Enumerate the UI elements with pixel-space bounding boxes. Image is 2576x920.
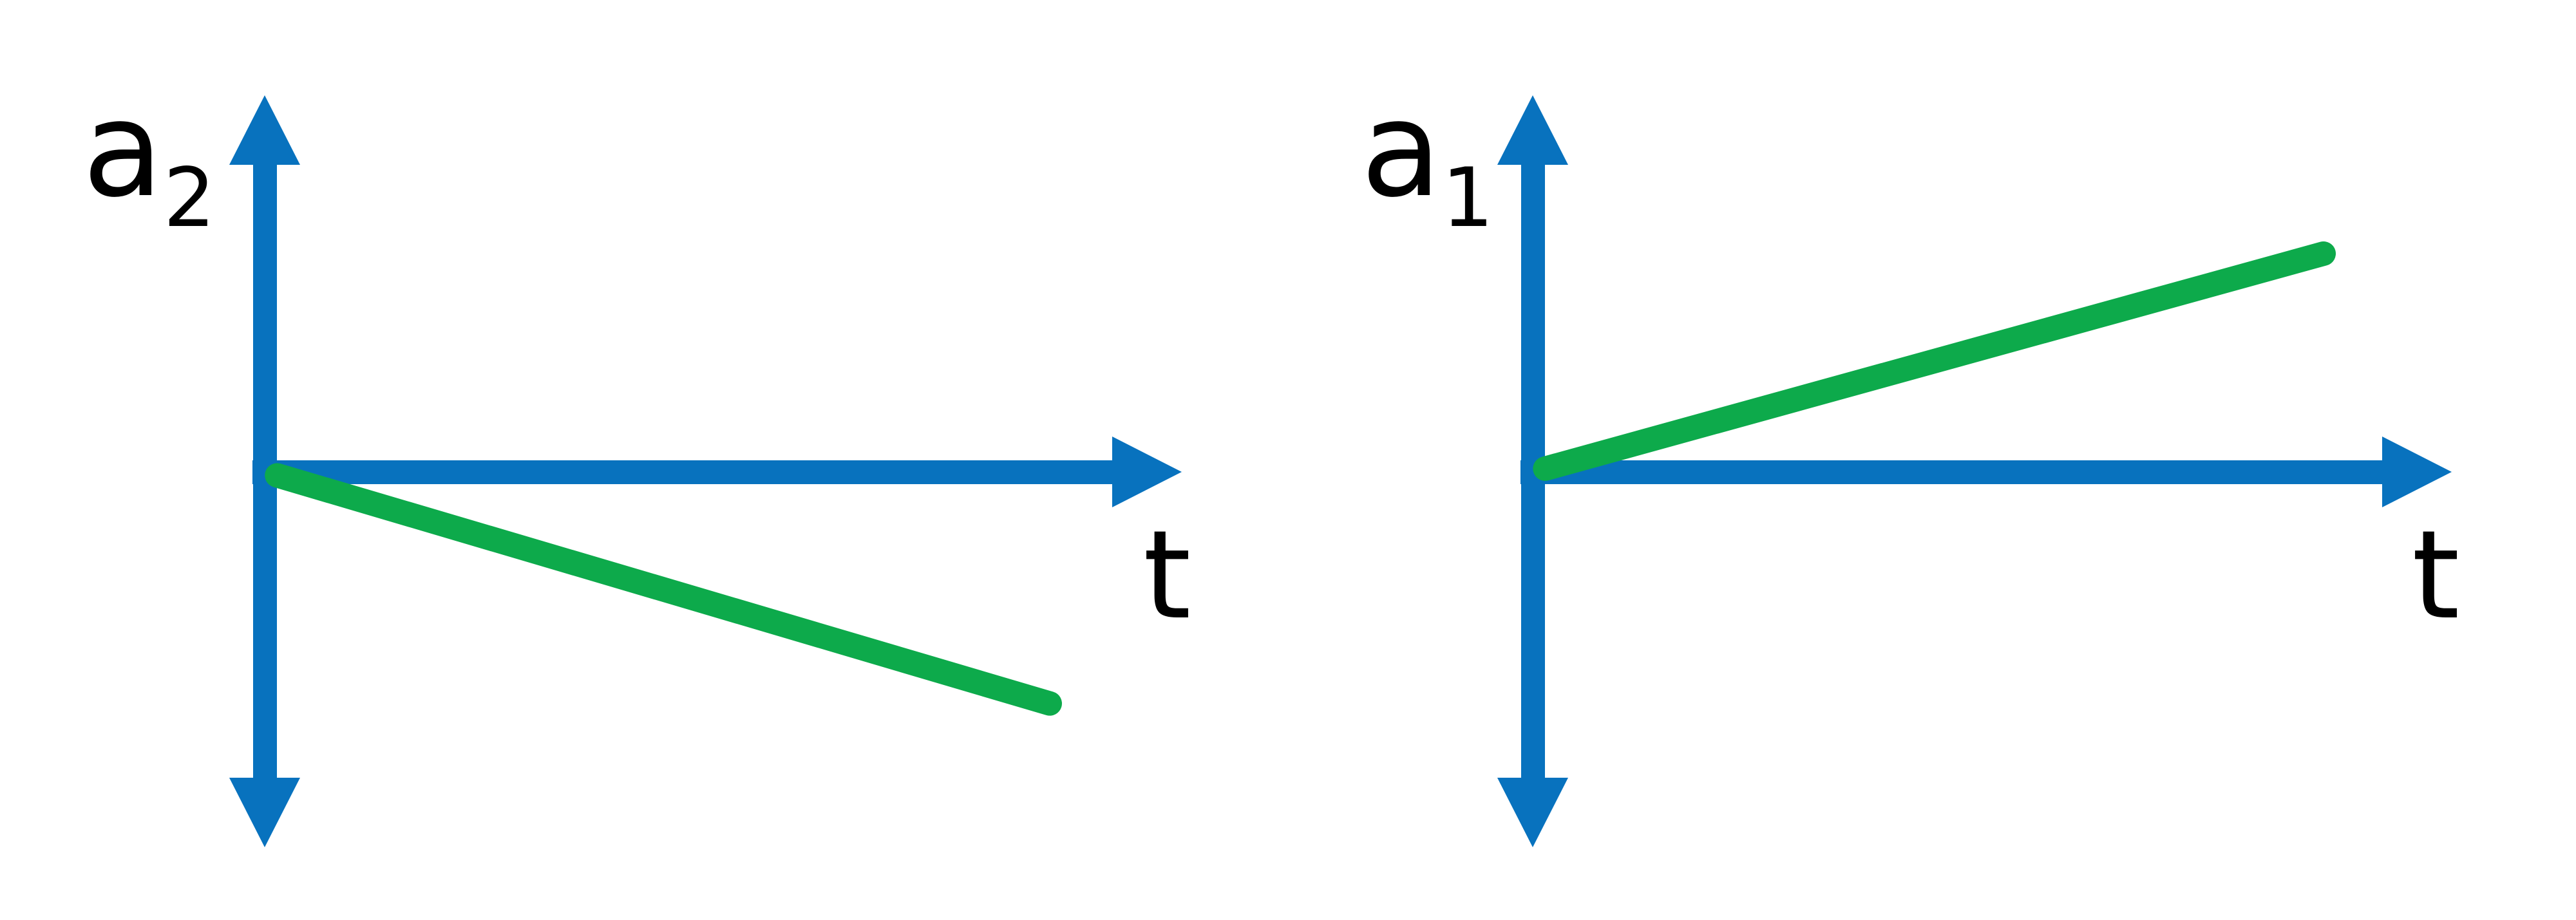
y-axis-label-base: a: [1361, 73, 1442, 227]
y-axis-label: a1: [1361, 84, 1494, 239]
y-axis-arrow-up-icon: [1497, 95, 1568, 165]
x-axis-arrow-right-icon: [1112, 437, 1182, 507]
y-axis-label-subscript: 2: [163, 150, 216, 246]
x-axis-label: t: [1143, 504, 1191, 646]
y-axis-label-base: a: [82, 73, 164, 227]
y-axis-label: a2: [82, 84, 216, 239]
x-axis-label: t: [2412, 504, 2460, 646]
y-axis-arrow-down-icon: [229, 778, 300, 847]
data-line-positive-slope: [1530, 238, 2339, 484]
y-axis-arrow-up-icon: [229, 95, 300, 165]
x-axis-arrow-right-icon: [2382, 437, 2452, 507]
x-axis-line: [1520, 460, 2386, 484]
x-axis-line: [252, 460, 1116, 484]
y-axis-label-subscript: 1: [1441, 150, 1494, 246]
y-axis-arrow-down-icon: [1497, 778, 1568, 847]
